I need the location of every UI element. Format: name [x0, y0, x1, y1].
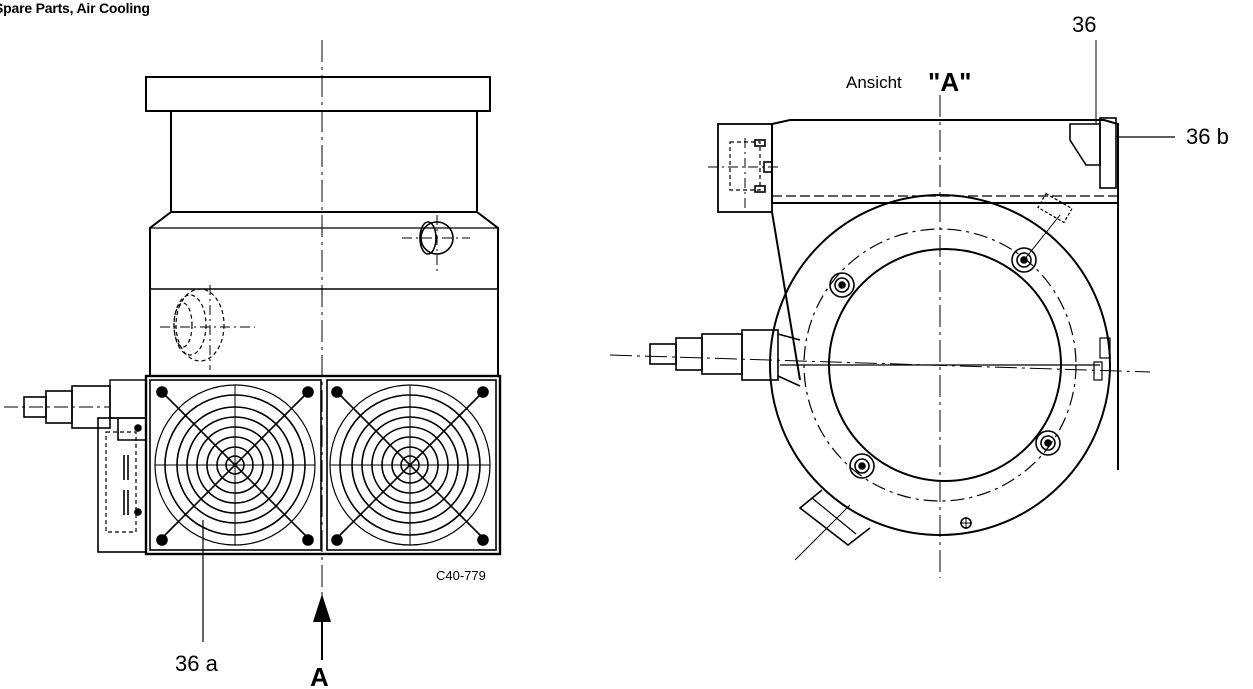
label-arrow-a: A: [310, 662, 329, 689]
drawing-number: C40-779: [436, 568, 486, 583]
label-view-letter: "A": [928, 67, 971, 97]
fan-right: [329, 384, 491, 546]
page-title: Spare Parts, Air Cooling: [0, 0, 150, 16]
fan-left: [154, 384, 316, 546]
view-a: [609, 40, 1175, 578]
label-36: 36: [1072, 12, 1096, 37]
bolts: [829, 247, 1061, 529]
label-36b: 36 b: [1186, 124, 1229, 149]
label-36a: 36 a: [175, 651, 219, 676]
side-view: [4, 40, 502, 660]
label-view-prefix: Ansicht: [846, 73, 902, 92]
